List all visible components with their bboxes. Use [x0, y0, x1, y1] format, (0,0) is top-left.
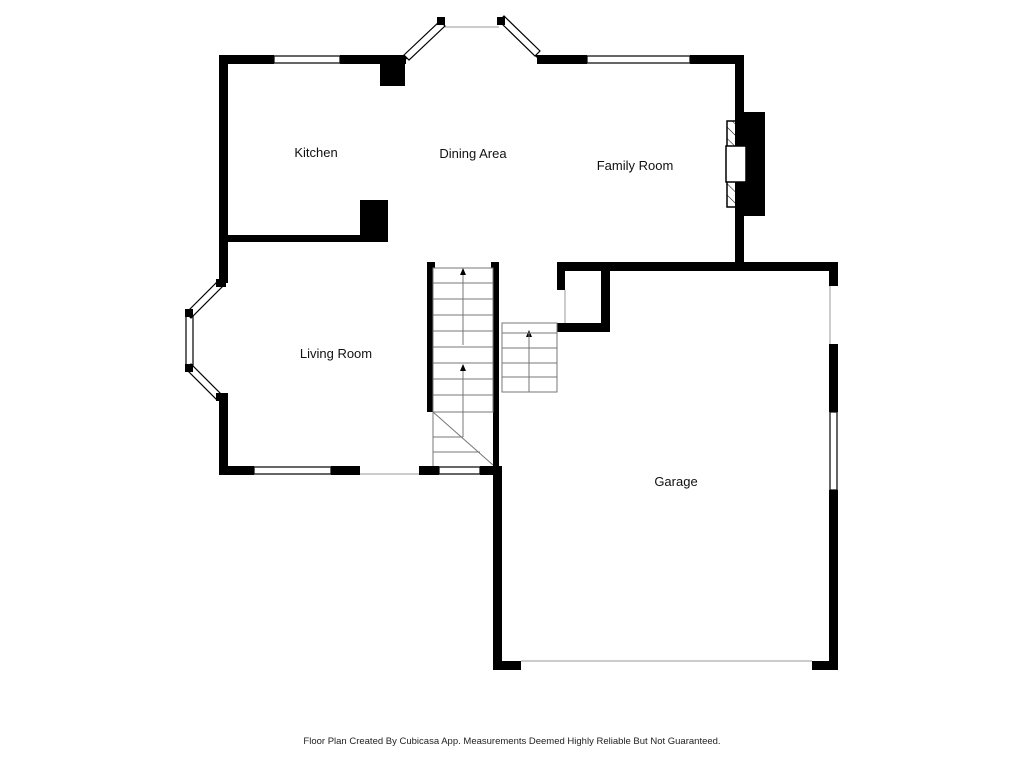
wall-kitchen-top-2 — [340, 55, 406, 64]
stairs-garage — [501, 322, 558, 393]
wall-garage-right-top — [829, 262, 838, 286]
wall-stair-right — [493, 262, 499, 472]
wall-stair-top-left — [427, 262, 435, 268]
kitchen-pillar — [380, 55, 405, 86]
wall-living-left-top — [219, 240, 228, 283]
wall-garage-right-bottom — [829, 490, 838, 670]
room-label-kitchen: Kitchen — [294, 145, 337, 160]
window-kitchen-top — [273, 55, 341, 64]
room-label-family-room: Family Room — [597, 158, 674, 173]
bay-joint-living-wall-bottom — [216, 393, 226, 401]
wall-garage-left — [493, 470, 502, 670]
wall-living-left-bottom — [219, 393, 228, 475]
room-label-garage: Garage — [654, 474, 697, 489]
window-stair-bottom — [438, 466, 481, 475]
wall-dining-bay-right-end — [534, 55, 541, 62]
wall-family-right-2 — [735, 210, 744, 270]
bay-joint-top-right — [497, 17, 505, 25]
wall-stair-left — [427, 262, 433, 412]
wall-garage-top — [557, 262, 838, 271]
stair-arrow-lower — [460, 364, 466, 371]
window-family-top — [586, 55, 691, 64]
bay-joint-top-left — [437, 17, 445, 25]
wall-kitchen-left — [219, 55, 228, 283]
windows — [185, 15, 838, 491]
wall-living-bottom-1 — [219, 466, 254, 475]
wall-closet-right — [601, 262, 610, 332]
window-living-bay-mid — [185, 312, 194, 370]
bay-joint-living-bottom — [185, 364, 193, 372]
wall-family-right — [735, 55, 744, 115]
wall-closet-bottom — [557, 323, 610, 332]
wall-stair-top-right — [491, 262, 499, 268]
room-label-living-room: Living Room — [300, 346, 372, 361]
wall-closet-left — [557, 262, 565, 290]
footer-disclaimer: Floor Plan Created By Cubicasa App. Meas… — [303, 736, 721, 747]
wall-living-bottom-4 — [480, 466, 502, 475]
window-joints — [185, 17, 505, 401]
wall-living-bottom-2 — [331, 466, 360, 475]
wall-living-bottom-3 — [419, 466, 439, 475]
window-garage-right — [829, 411, 838, 491]
window-living-bottom — [253, 466, 332, 475]
kitchen-column — [360, 200, 388, 242]
window-dining-bay-left — [403, 20, 446, 61]
stair-arrow-upper — [460, 268, 466, 275]
wall-garage-right-mid — [829, 344, 838, 412]
fireplace-firebox — [725, 145, 747, 183]
wall-garage-bottom-right — [812, 661, 838, 670]
bay-joint-living-wall-top — [216, 279, 226, 287]
wall-garage-bottom-left — [493, 661, 521, 670]
wall-family-top-2 — [690, 55, 742, 64]
wall-kitchen-top — [219, 55, 274, 64]
wall-kitchen-partition — [219, 235, 369, 242]
room-label-dining-area: Dining Area — [439, 146, 507, 161]
bay-joint-living-top — [185, 309, 193, 317]
wall-family-top — [537, 55, 587, 64]
window-dining-bay-right — [498, 15, 541, 57]
opening-lines — [360, 26, 831, 662]
